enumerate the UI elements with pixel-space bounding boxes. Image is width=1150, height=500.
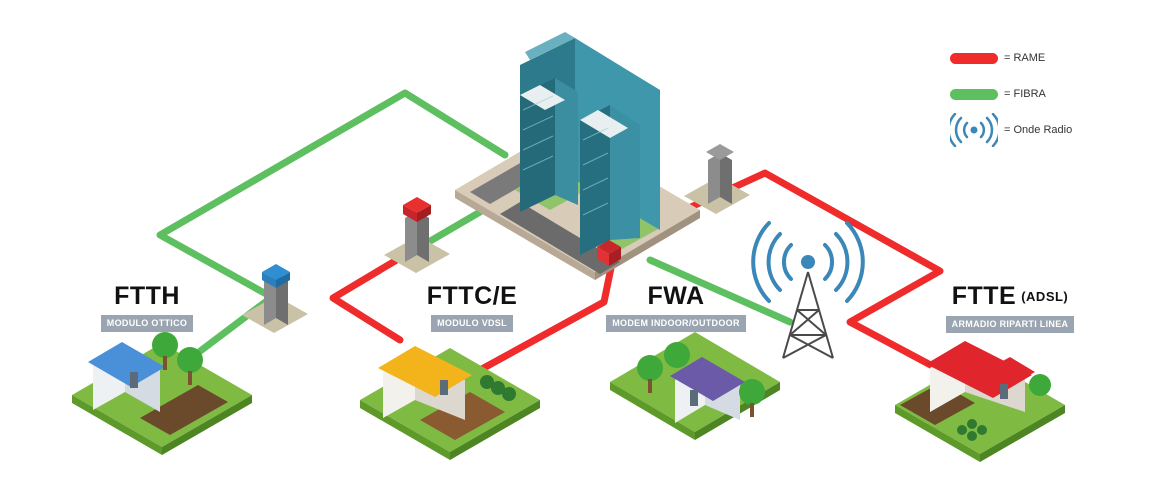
legend-swatch-fibra xyxy=(950,88,998,100)
label-fttc: FTTC/E MODULO VDSL xyxy=(412,282,532,332)
central-office xyxy=(455,32,700,280)
street-cabinet-ftte xyxy=(684,144,750,214)
title-ftth: FTTH xyxy=(114,282,180,310)
copper-link-ftte xyxy=(676,169,944,374)
radio-waves-icon xyxy=(950,113,998,147)
legend-label-rame: = RAME xyxy=(1004,52,1046,64)
title-fttc: FTTC/E xyxy=(426,282,518,310)
copper-links xyxy=(329,169,944,374)
legend-label-radio: = Onde Radio xyxy=(1004,124,1073,136)
badge-fttc: MODULO VDSL xyxy=(431,315,513,332)
house-ftte xyxy=(895,341,1065,462)
title-fwa: FWA xyxy=(647,282,705,310)
fiber-link-ftth xyxy=(156,89,509,299)
title-ftte: FTTE (ADSL) xyxy=(935,282,1085,311)
legend-item-fibra: = FIBRA xyxy=(950,84,1046,104)
title-ftte-note: (ADSL) xyxy=(1021,289,1069,304)
house-ftth xyxy=(72,332,252,455)
title-ftte-text: FTTE xyxy=(951,282,1017,310)
copper-link-fttc-home xyxy=(476,259,616,374)
badge-ftte: ARMADIO RIPARTI LINEA xyxy=(945,316,1075,333)
label-fwa: FWA MODEM INDOOR/OUTDOOR xyxy=(596,282,756,332)
legend-item-rame: = RAME xyxy=(950,48,1045,68)
label-ftth: FTTH MODULO OTTICO xyxy=(92,282,202,332)
label-ftte: FTTE (ADSL) ARMADIO RIPARTI LINEA xyxy=(935,282,1085,333)
street-cabinet-fttc xyxy=(384,197,450,273)
legend-swatch-rame xyxy=(950,52,998,64)
antenna-tower-icon xyxy=(782,271,834,359)
badge-fwa: MODEM INDOOR/OUTDOOR xyxy=(606,315,746,332)
fiber-link-fttc xyxy=(416,208,484,251)
legend-item-radio: = Onde Radio xyxy=(950,113,1073,147)
house-fwa xyxy=(610,332,780,440)
radio-waves-icon xyxy=(751,221,865,303)
badge-ftth: MODULO OTTICO xyxy=(100,315,194,332)
copper-link-fttc xyxy=(329,254,404,344)
legend-label-fibra: = FIBRA xyxy=(1004,88,1046,100)
street-cabinet-ftth xyxy=(242,264,308,333)
fiber-link-fwa xyxy=(646,256,794,326)
house-fttc xyxy=(360,346,540,460)
